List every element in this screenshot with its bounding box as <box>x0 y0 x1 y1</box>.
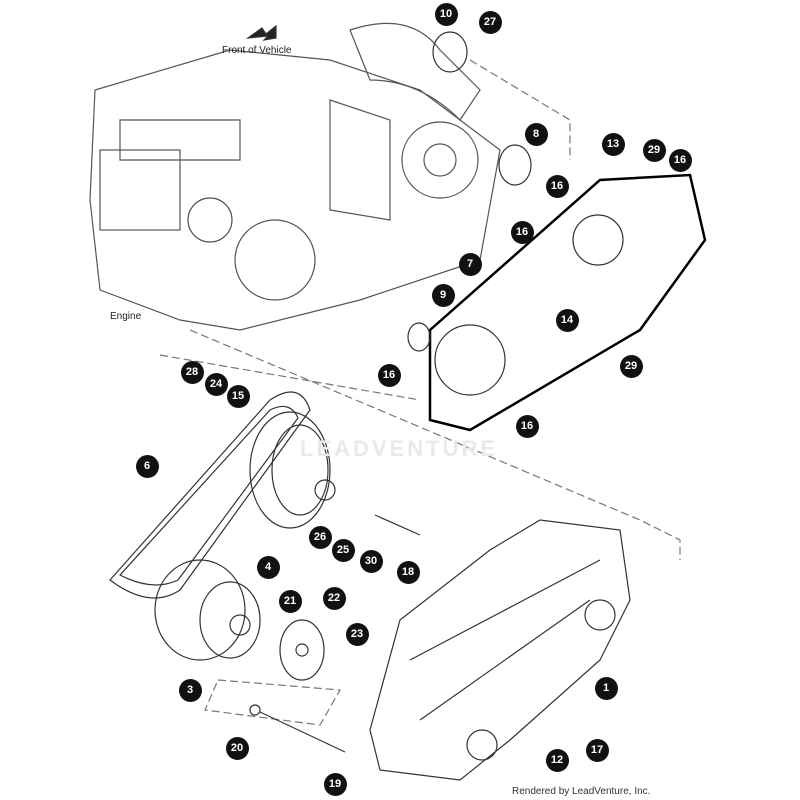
callout-28[interactable]: 28 <box>180 360 204 384</box>
drive-belt <box>109 391 311 599</box>
callout-10[interactable]: 10 <box>434 2 458 26</box>
callout-24[interactable]: 24 <box>204 372 228 396</box>
callout-20[interactable]: 20 <box>225 736 249 760</box>
drive-clutch <box>154 559 261 661</box>
callout-7[interactable]: 7 <box>458 252 482 276</box>
bolt <box>249 514 421 753</box>
callout-6[interactable]: 6 <box>135 454 159 478</box>
watermark: LEADVENTURE <box>300 436 499 461</box>
callout-3[interactable]: 3 <box>178 678 202 702</box>
callout-18[interactable]: 18 <box>396 560 420 584</box>
callout-12[interactable]: 12 <box>545 748 569 772</box>
inner-cover <box>407 31 707 432</box>
callout-14[interactable]: 14 <box>555 308 579 332</box>
callout-29[interactable]: 29 <box>619 354 643 378</box>
callout-16[interactable]: 16 <box>510 220 534 244</box>
engine-label: Engine <box>110 311 142 322</box>
dashed-guides <box>159 59 681 726</box>
fan <box>279 619 325 681</box>
outer-cover <box>369 519 631 781</box>
callout-30[interactable]: 30 <box>359 549 383 573</box>
callout-21[interactable]: 21 <box>278 589 302 613</box>
callout-27[interactable]: 27 <box>478 10 502 34</box>
callout-16[interactable]: 16 <box>545 174 569 198</box>
callout-29[interactable]: 29 <box>642 138 666 162</box>
engine-assembly <box>89 22 501 331</box>
callout-16[interactable]: 16 <box>668 148 692 172</box>
callout-26[interactable]: 26 <box>308 525 332 549</box>
callout-16[interactable]: 16 <box>515 414 539 438</box>
driven-clutch <box>249 411 336 529</box>
callout-4[interactable]: 4 <box>256 555 280 579</box>
callout-23[interactable]: 23 <box>345 622 369 646</box>
front-of-vehicle-label: Front of Vehicle <box>222 45 292 56</box>
callout-9[interactable]: 9 <box>431 283 455 307</box>
callout-25[interactable]: 25 <box>331 538 355 562</box>
callout-16[interactable]: 16 <box>377 363 401 387</box>
callout-15[interactable]: 15 <box>226 384 250 408</box>
callout-17[interactable]: 17 <box>585 738 609 762</box>
callout-8[interactable]: 8 <box>524 122 548 146</box>
callout-1[interactable]: 1 <box>594 676 618 700</box>
front-arrow-icon <box>245 24 277 41</box>
callout-22[interactable]: 22 <box>322 586 346 610</box>
credit-text: Rendered by LeadVenture, Inc. <box>512 786 651 797</box>
callout-19[interactable]: 19 <box>323 772 347 796</box>
callout-13[interactable]: 13 <box>601 132 625 156</box>
